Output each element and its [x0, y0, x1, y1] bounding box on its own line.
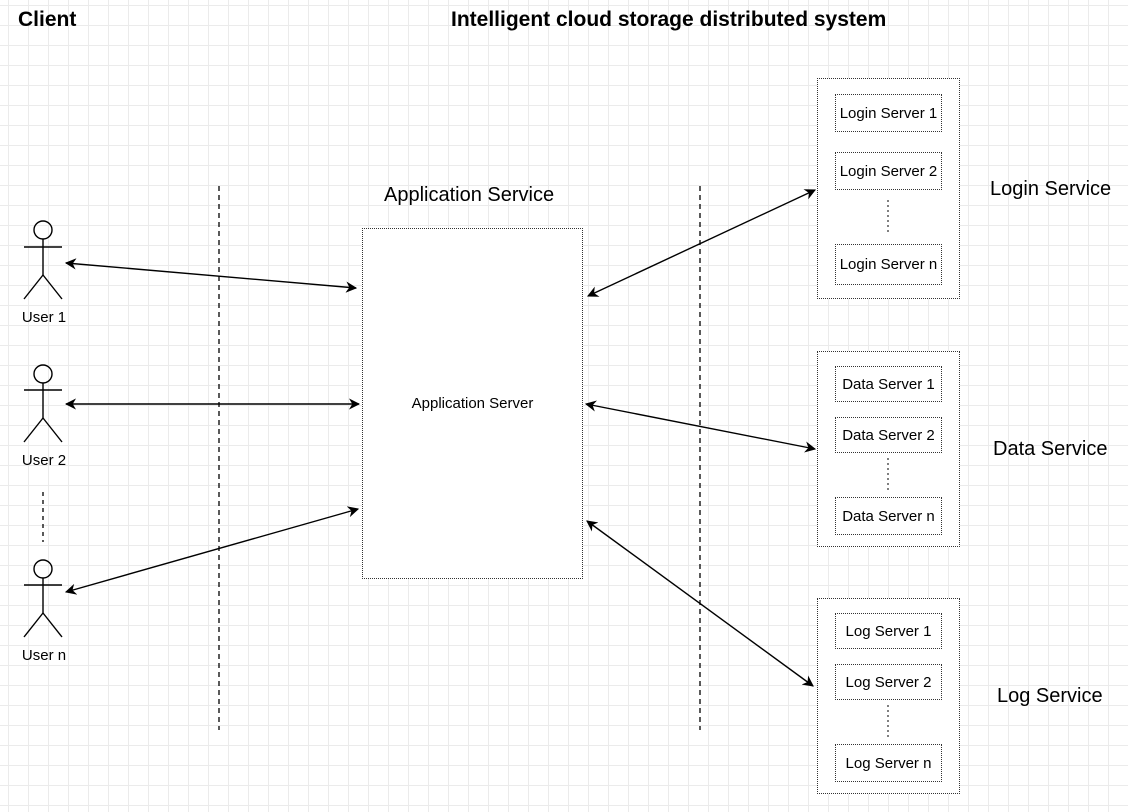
data-server-2-box[interactable]: Data Server 2 [835, 417, 942, 453]
login-service-label: Login Service [990, 178, 1112, 200]
log-server-1-box[interactable]: Log Server 1 [835, 613, 942, 649]
user-1-connection-arrow [64, 258, 358, 293]
application-server-label: Application Server [411, 395, 534, 412]
login-server-2-box[interactable]: Login Server 2 [835, 152, 942, 190]
system-heading: Intelligent cloud storage distributed sy… [451, 8, 887, 31]
log-service-connection-arrow [586, 520, 814, 687]
login-server-1-box[interactable]: Login Server 1 [835, 94, 942, 132]
data-server-n-box[interactable]: Data Server n [835, 497, 942, 535]
user-1-label: User 1 [21, 309, 67, 326]
application-service-label: Application Service [384, 184, 555, 206]
application-server-box[interactable] [362, 228, 583, 579]
client-heading: Client [18, 8, 77, 31]
data-service-label: Data Service [993, 438, 1108, 460]
data-service-connection-arrow [584, 400, 817, 453]
user-n-icon [23, 559, 63, 638]
login-service-connection-arrow [586, 189, 817, 297]
user-1-icon [23, 220, 63, 300]
user-n-connection-arrow [64, 506, 360, 595]
log-server-n-box[interactable]: Log Server n [835, 744, 942, 782]
login-server-n-box[interactable]: Login Server n [835, 244, 942, 285]
user-n-label: User n [21, 647, 67, 664]
log-service-label: Log Service [997, 685, 1103, 707]
data-server-1-box[interactable]: Data Server 1 [835, 366, 942, 402]
log-server-2-box[interactable]: Log Server 2 [835, 664, 942, 700]
user-2-label: User 2 [21, 452, 67, 469]
user-2-icon [23, 364, 63, 443]
